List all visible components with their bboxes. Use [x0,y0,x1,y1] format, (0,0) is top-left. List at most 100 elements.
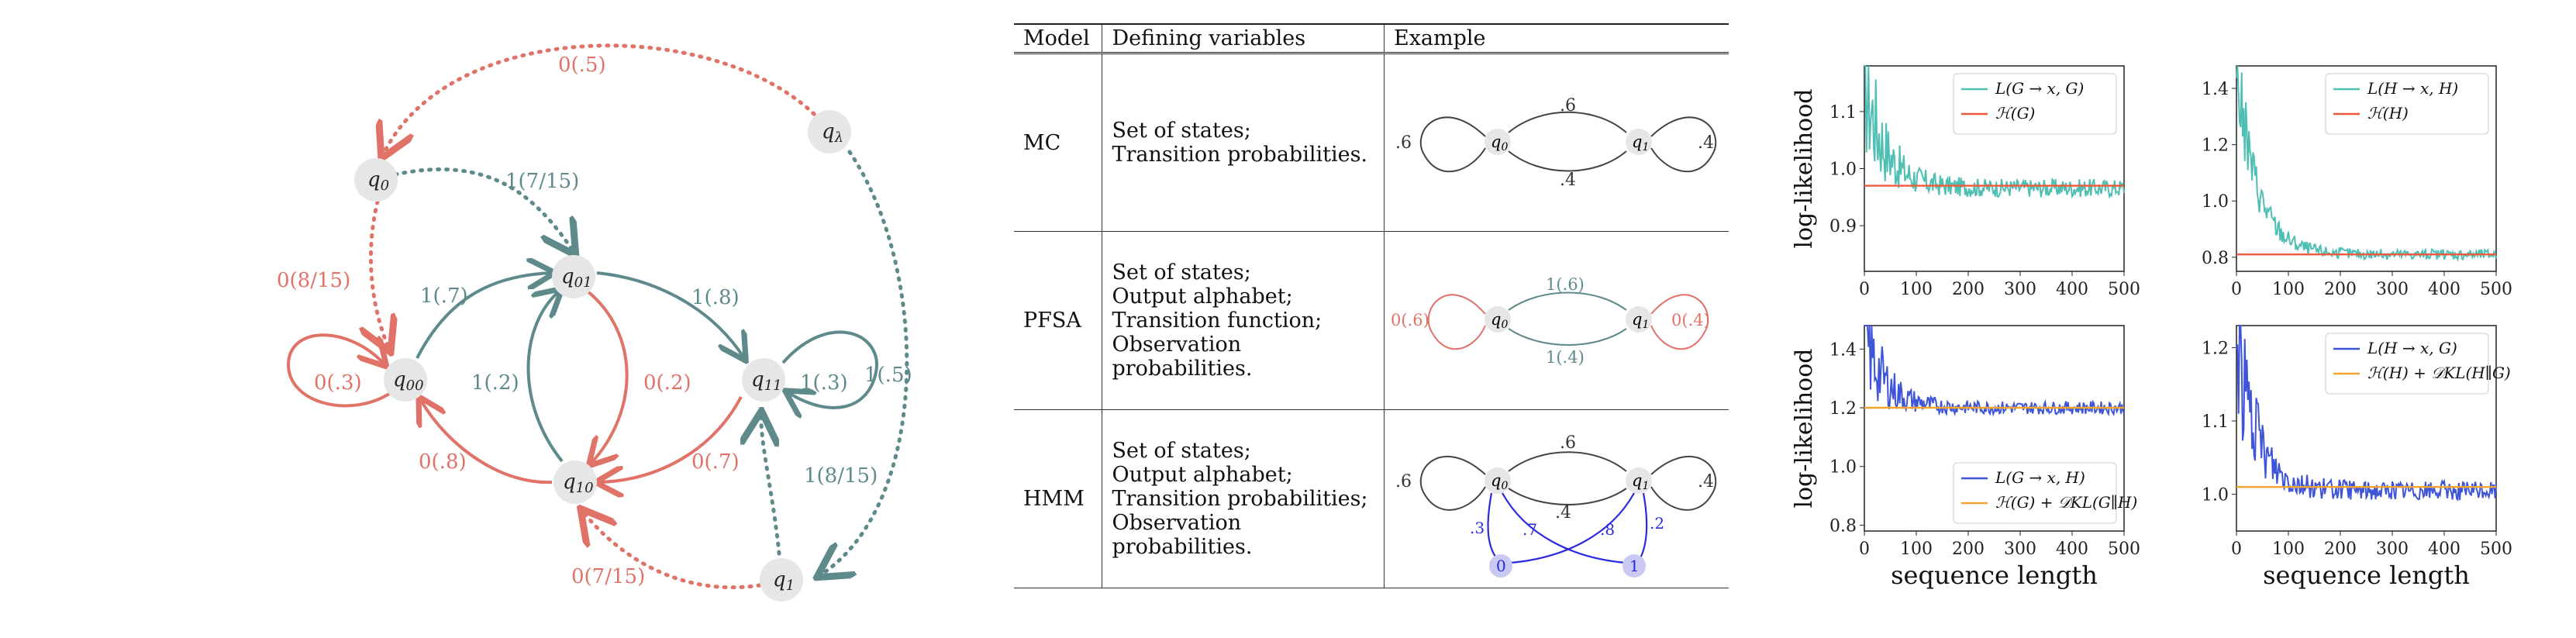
x-tick-label: 300 [2004,540,2036,559]
x-tick-label: 200 [2324,280,2357,299]
model-name: MC [1014,53,1103,232]
y-tick-label: 1.2 [1829,399,1857,419]
legend-box [1953,462,2117,524]
y-tick-label: 1.0 [1829,160,1857,180]
y-tick-label: 1.1 [1829,103,1857,122]
node-q11: q11 [742,358,785,402]
plot-frame [2236,325,2497,532]
y-tick-label: 1.0 [2202,192,2229,212]
y-tick-label: 0.8 [1829,516,1857,536]
x-tick-label: 200 [1952,280,1985,299]
y-tick-label: 0.8 [2202,249,2229,268]
edge-label: 1(8/15) [804,464,878,488]
header-defining-variables: Defining variables [1102,24,1385,54]
state-q0: q0 [1491,310,1508,331]
edge-label: 0(.3) [314,371,362,395]
node-q-lambda: qλ [808,110,851,153]
transition-label: 0(.6) [1391,311,1429,329]
prob-label: .4 [1560,171,1576,190]
x-tick-label: 100 [2272,280,2305,299]
defining-variables: Set of states; Transition probabilities. [1102,53,1385,232]
prob-label: .4 [1698,133,1714,153]
node-q00: q00 [384,358,427,402]
emission-label: .7 [1522,520,1537,539]
edge-label: 1(.7) [420,285,468,308]
node-q01: q01 [552,255,595,298]
svg-text:q0: q0 [367,168,389,194]
state-diagram-svg: qλ q0 q01 q00 q11 q10 q1 0(.5) 1(7/15) 0… [277,43,912,602]
edge-q0-q00 [371,199,389,349]
edge-q11-self [783,330,878,408]
legend-box [2325,333,2489,395]
edge-label: 1(.3) [800,371,848,395]
header-model: Model [1014,24,1103,54]
edge-q10-q00 [420,399,553,485]
y-tick-label: 1.1 [2202,412,2229,432]
edge-label: 0(.5) [558,53,606,77]
svg-text:q1: q1 [773,568,795,594]
state-q0: q0 [1491,133,1508,153]
svg-text:q00: q00 [393,368,424,394]
x-tick-label: 500 [2480,540,2512,559]
y-axis-label: log-likelihood [1791,89,1818,249]
x-axis-label: sequence length [1891,560,2098,590]
x-tick-label: 100 [2272,540,2305,559]
state-diagram: qλ q0 q01 q00 q11 q10 q1 0(.5) 1(7/15) 0… [217,0,953,635]
observation-0: 0 [1496,557,1506,575]
x-tick-label: 500 [2108,540,2140,559]
edge-q0-q01 [393,167,574,252]
x-tick-label: 500 [2480,280,2512,299]
table-row: HMM Set of states; Output alphabet; Tran… [1014,409,1729,588]
y-tick-label: 1.2 [2202,136,2229,156]
x-tick-label: 0 [1859,540,1870,559]
x-tick-label: 400 [2428,280,2460,299]
svg-text:q01: q01 [561,265,592,291]
prob-label: .6 [1395,472,1412,491]
x-tick-label: 500 [2108,280,2140,299]
y-tick-label: 1.0 [2202,486,2229,505]
prob-label: .4 [1698,472,1714,491]
example-cell: q0 q1 1(.6) 1(.4) 0(.6) 0(.4) [1384,231,1729,410]
legend-label: ℋ(H) [2367,104,2409,122]
variable-line: Output alphabet; [1112,285,1293,309]
edge-q01-q10 [587,289,629,464]
edge-label: 1(.2) [471,371,519,395]
plot-frame [1864,325,2125,532]
header-example: Example [1384,24,1729,54]
x-tick-label: 0 [1859,280,1870,299]
variable-line: Set of states; [1112,119,1251,143]
edge-label: 0(.8) [419,450,467,474]
state-q1: q1 [1632,133,1649,153]
x-tick-label: 400 [2056,540,2088,559]
edge-label: 0(8/15) [277,269,350,292]
x-tick-label: 400 [2428,540,2460,559]
edge-q10-q01 [526,291,562,463]
emission-label: .2 [1650,514,1664,533]
prob-label: .6 [1395,133,1412,153]
edge-q1-q10 [583,512,762,590]
legend-label: ℋ(G) [1995,104,2035,122]
y-tick-label: 1.4 [2202,80,2229,99]
legend-label: L(G → x, G) [1995,79,2084,98]
x-tick-label: 200 [1952,540,1985,559]
prob-label: .6 [1560,433,1576,453]
variable-line: Output alphabet; [1112,463,1293,487]
y-tick-label: 1.0 [1829,458,1857,478]
variable-line: Set of states; [1112,439,1251,463]
edge-label: 1(.8) [691,286,740,309]
legend-box [1953,73,2117,135]
legend-label: ℋ(G) + 𝒟KL(G∥H) [1995,493,2137,512]
edge-q01-q11 [596,271,744,358]
model-comparison-table: Model Defining variables Example MC Set … [1014,23,1729,597]
variable-line: Observation probabilities. [1112,333,1253,381]
edge-lambda-q1 [820,150,909,575]
x-tick-label: 0 [2231,280,2242,299]
x-tick-label: 300 [2376,540,2409,559]
edge-q00-q01 [416,273,552,359]
legend-label: L(G → x, H) [1995,468,2085,487]
x-tick-label: 0 [2231,540,2242,559]
edge-q00-self [286,333,389,408]
node-q1: q1 [760,558,803,602]
edge-label: 0(.2) [643,371,691,395]
